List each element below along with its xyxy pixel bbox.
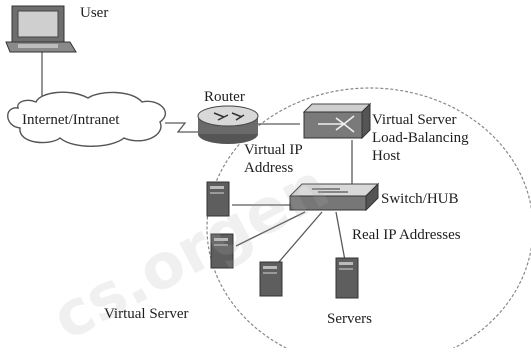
server-icon: [335, 257, 359, 299]
cloud-to-router-link: [165, 122, 198, 133]
switch-to-server3-line: [271, 211, 323, 271]
computer-icon: [5, 5, 77, 53]
server-icon: [206, 181, 230, 217]
switch-to-server4-line: [335, 211, 347, 267]
server-icon: [259, 261, 283, 297]
user-label: User: [80, 5, 109, 21]
virtual-ip-label: Virtual IP Address: [244, 142, 303, 176]
server-icon: [210, 233, 234, 269]
cloud-icon: [7, 91, 167, 147]
virtual-server-boundary: [206, 87, 531, 348]
router-icon: [197, 105, 259, 144]
lb-host-label: Virtual Server Load-Balancing Host: [372, 112, 469, 164]
switch-icon: [288, 182, 380, 212]
internet-label: Internet/Intranet: [22, 112, 120, 128]
switch-label: Switch/HUB: [381, 191, 459, 207]
switch-to-server2-line: [235, 211, 306, 247]
real-ip-label: Real IP Addresses: [352, 227, 461, 243]
router-label: Router: [204, 89, 245, 105]
connection-lines: [41, 48, 353, 271]
load-balancer-icon: [302, 102, 372, 140]
servers-label: Servers: [327, 311, 372, 327]
virtual-server-label: Virtual Server: [104, 306, 189, 322]
